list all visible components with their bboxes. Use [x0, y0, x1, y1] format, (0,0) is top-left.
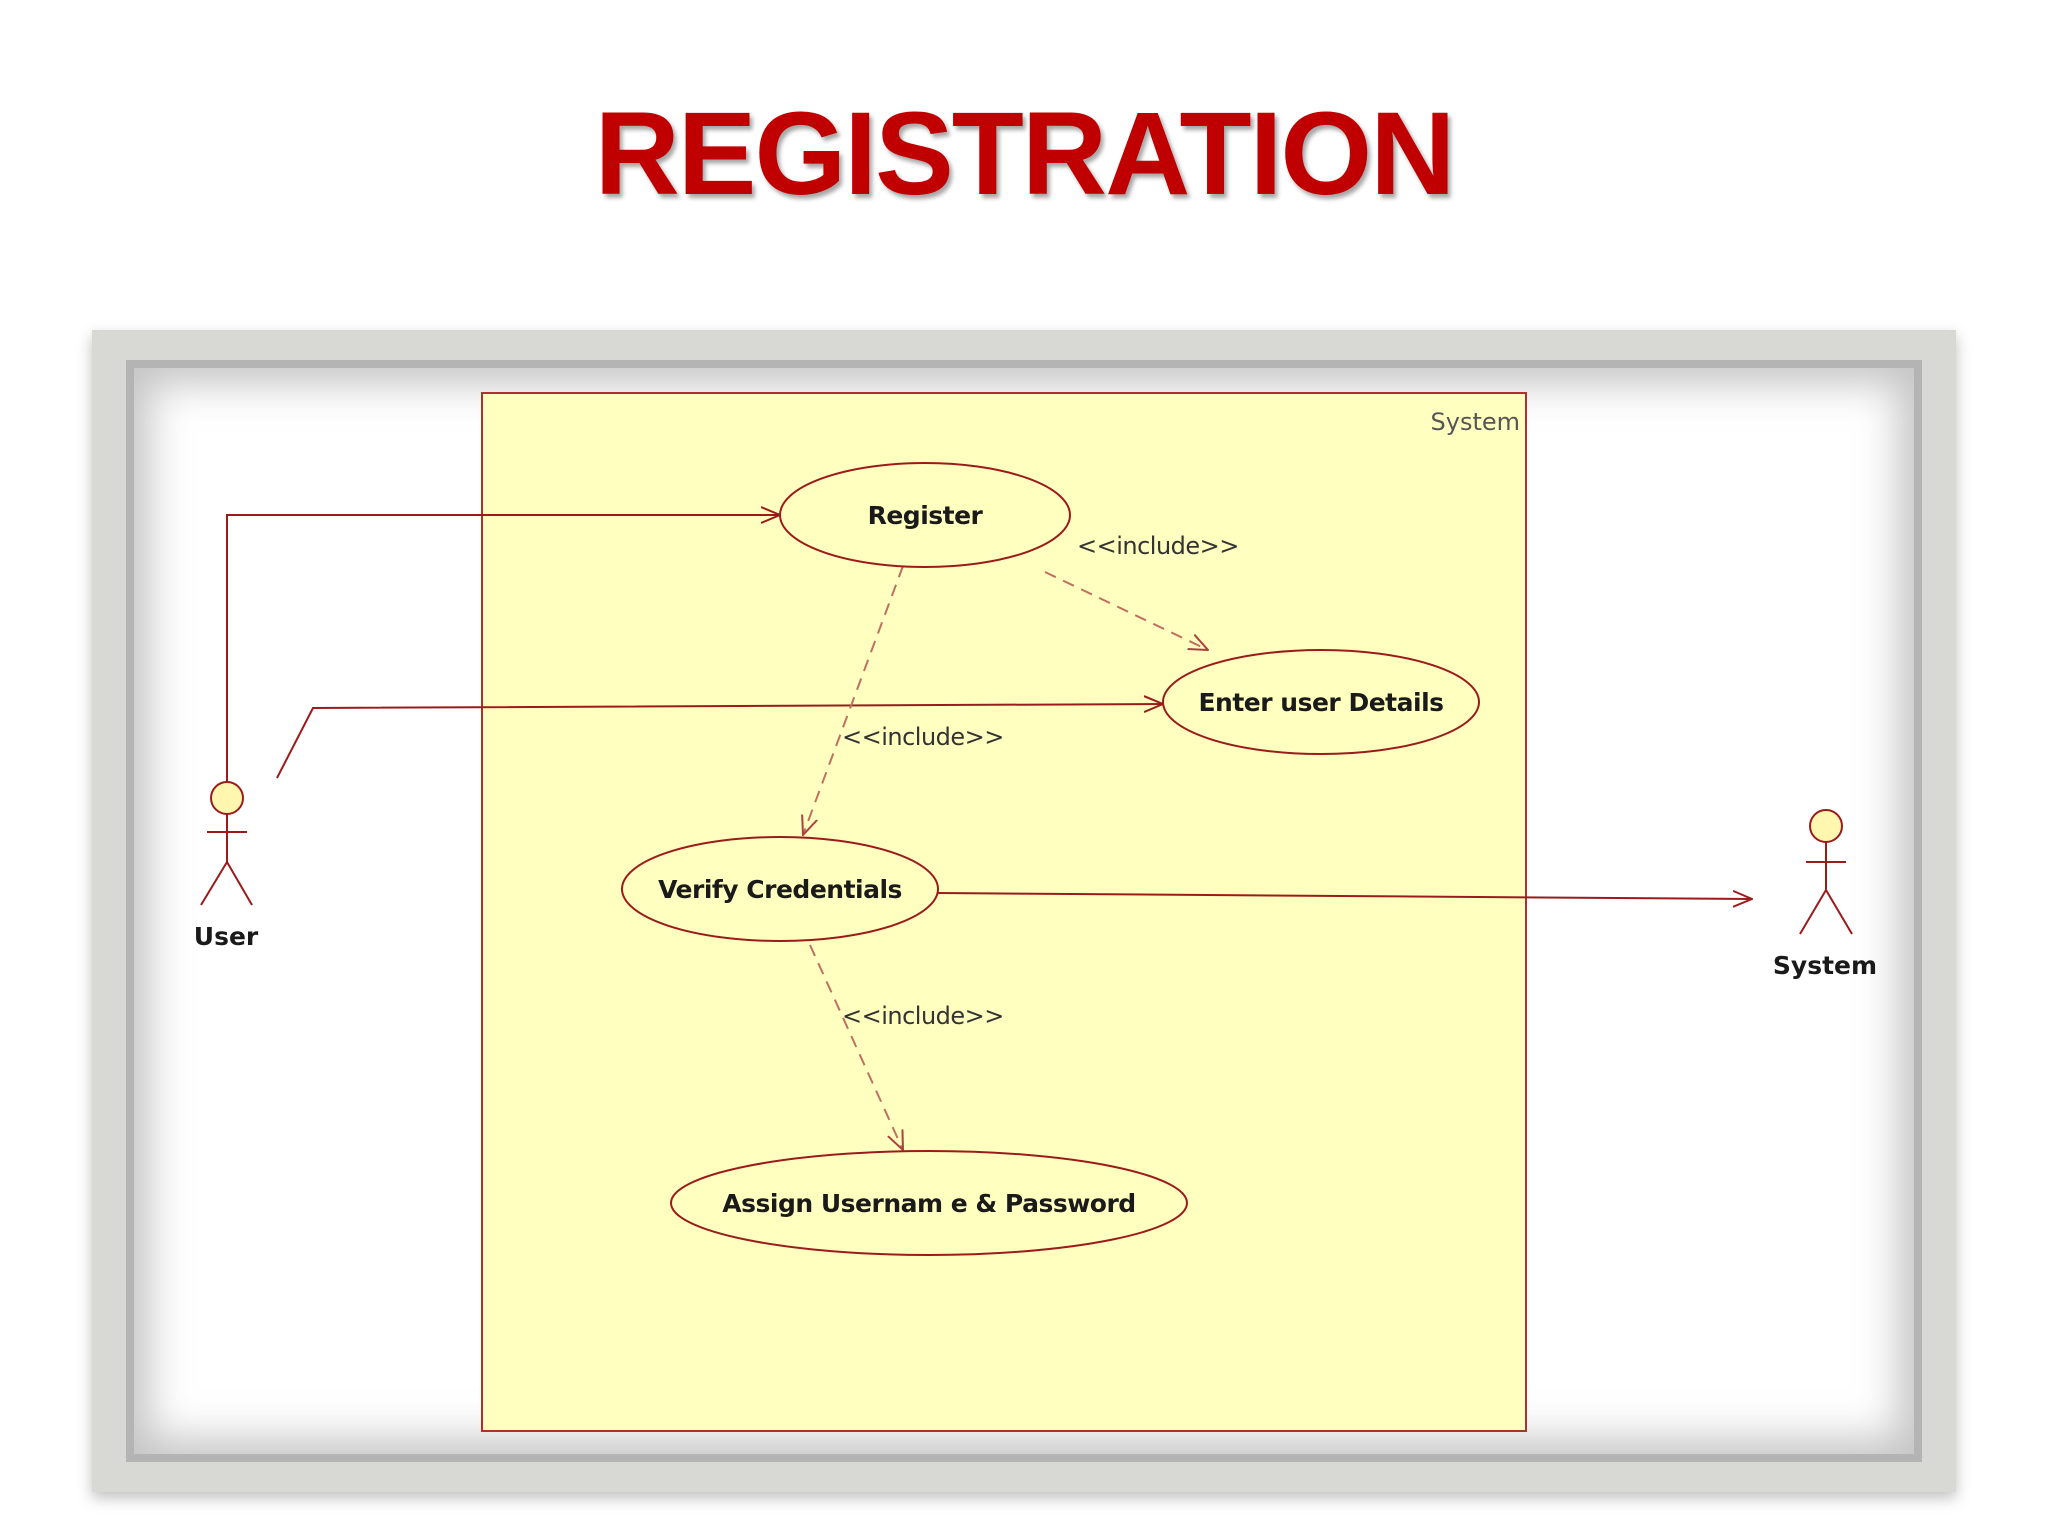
actor-system-head — [1809, 809, 1843, 843]
actor-user-label: User — [194, 922, 259, 951]
actor-user[interactable]: User — [194, 781, 259, 951]
include-label-2: <<include>> — [842, 723, 1004, 751]
use-case-register-label: Register — [868, 501, 984, 530]
association-verify-system — [937, 893, 1752, 899]
association-user-enter-details — [276, 704, 1163, 779]
slide-title: REGISTRATION — [594, 88, 1456, 220]
actor-system[interactable]: System — [1773, 809, 1877, 980]
system-boundary-label: System — [1431, 408, 1521, 436]
actor-system-body — [1799, 842, 1853, 935]
association-user-register — [226, 515, 780, 790]
use-case-enter-user-details-label: Enter user Details — [1198, 688, 1443, 717]
actor-system-label: System — [1773, 951, 1877, 980]
actor-user-body — [200, 814, 253, 906]
include-label-1: <<include>> — [1077, 532, 1239, 560]
include-verify-assign — [809, 944, 903, 1150]
use-case-assign-username-password[interactable]: Assign Usernam e & Password — [670, 1150, 1188, 1256]
include-register-enter-details — [1044, 571, 1208, 650]
use-case-verify-credentials[interactable]: Verify Credentials — [621, 836, 939, 942]
include-label-3: <<include>> — [842, 1002, 1004, 1030]
actor-user-head — [210, 781, 244, 815]
include-register-verify — [803, 565, 904, 835]
use-case-register[interactable]: Register — [779, 462, 1071, 568]
use-case-assign-username-password-label: Assign Usernam e & Password — [722, 1189, 1135, 1218]
use-case-enter-user-details[interactable]: Enter user Details — [1162, 649, 1480, 755]
use-case-verify-credentials-label: Verify Credentials — [658, 875, 902, 904]
